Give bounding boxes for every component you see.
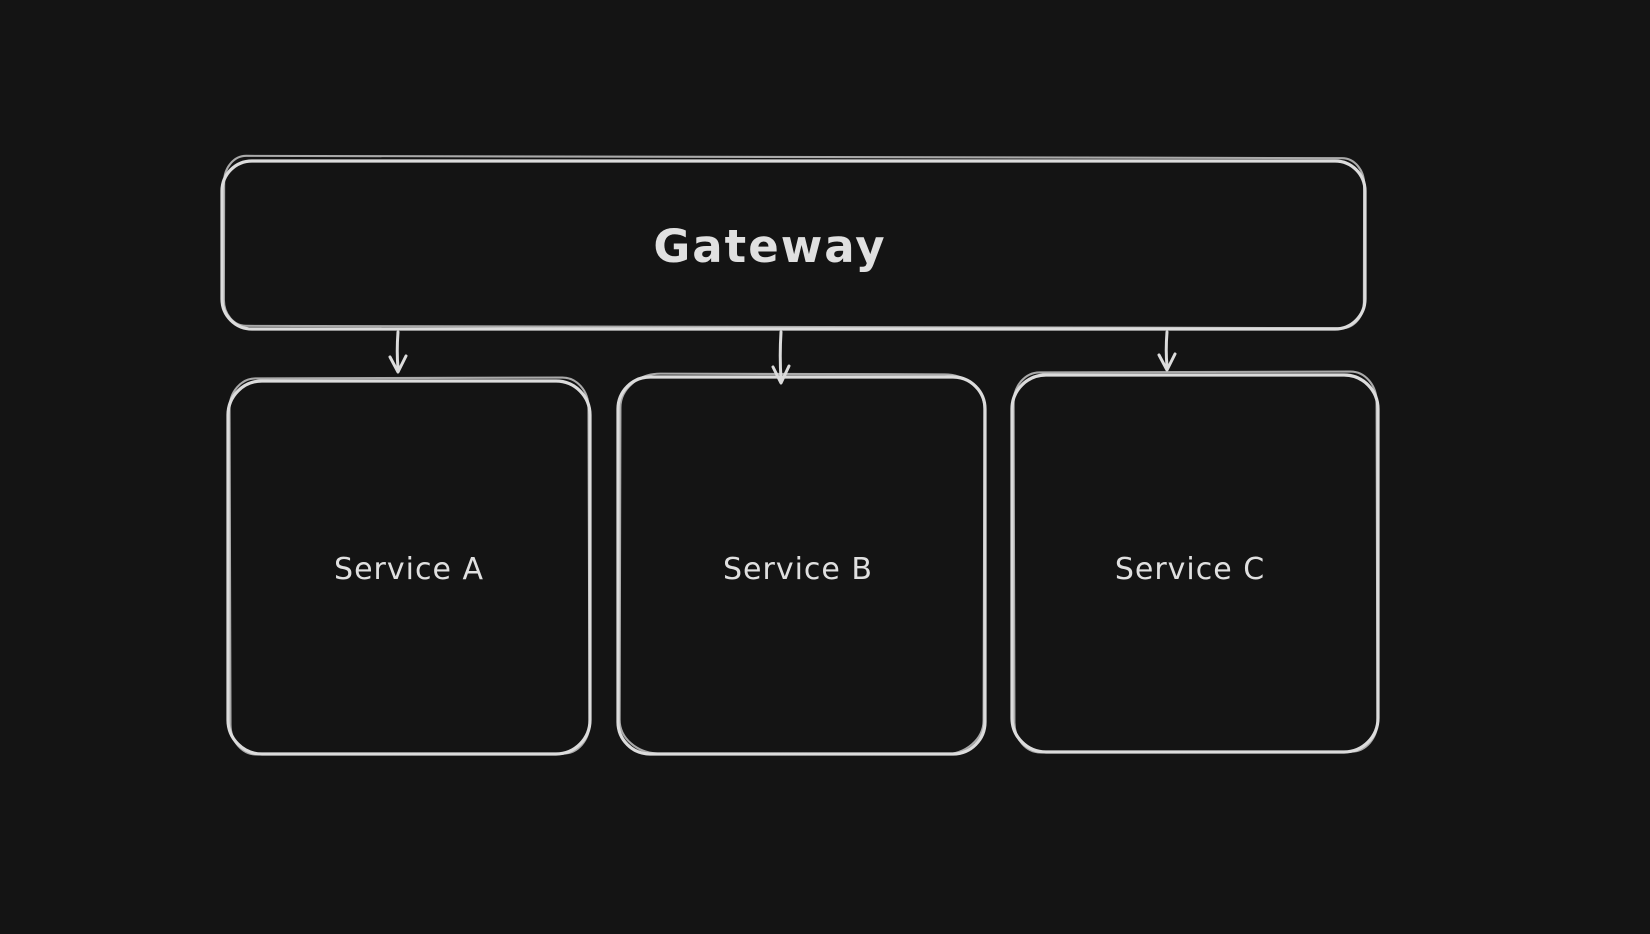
node-service-a-label: Service A xyxy=(334,552,484,587)
node-gateway: Gateway xyxy=(220,154,1367,331)
edge-gateway-service-c xyxy=(1157,330,1177,372)
node-service-c-box-sketch xyxy=(1012,370,1379,754)
node-service-b-label: Service B xyxy=(723,552,873,587)
arrowhead-down-icon xyxy=(388,354,408,374)
node-service-c: Service C xyxy=(1010,370,1380,754)
node-service-b: Service B xyxy=(616,372,987,756)
arrowhead-down-icon xyxy=(771,364,791,385)
node-service-b-box-sketch xyxy=(618,372,986,756)
node-gateway-box-sketch xyxy=(222,154,1366,330)
node-gateway-label: Gateway xyxy=(653,220,886,273)
edge-gateway-service-a-shaft xyxy=(395,330,400,370)
edge-gateway-service-c-shaft xyxy=(1164,330,1169,368)
edge-gateway-service-b-shaft xyxy=(778,330,783,381)
node-service-a-box-sketch xyxy=(228,376,591,756)
node-service-c-label: Service C xyxy=(1115,552,1265,587)
arrowhead-down-icon xyxy=(1157,352,1177,372)
edge-gateway-service-b xyxy=(771,330,791,385)
node-service-a: Service A xyxy=(226,376,592,756)
edge-gateway-service-a xyxy=(388,330,408,374)
